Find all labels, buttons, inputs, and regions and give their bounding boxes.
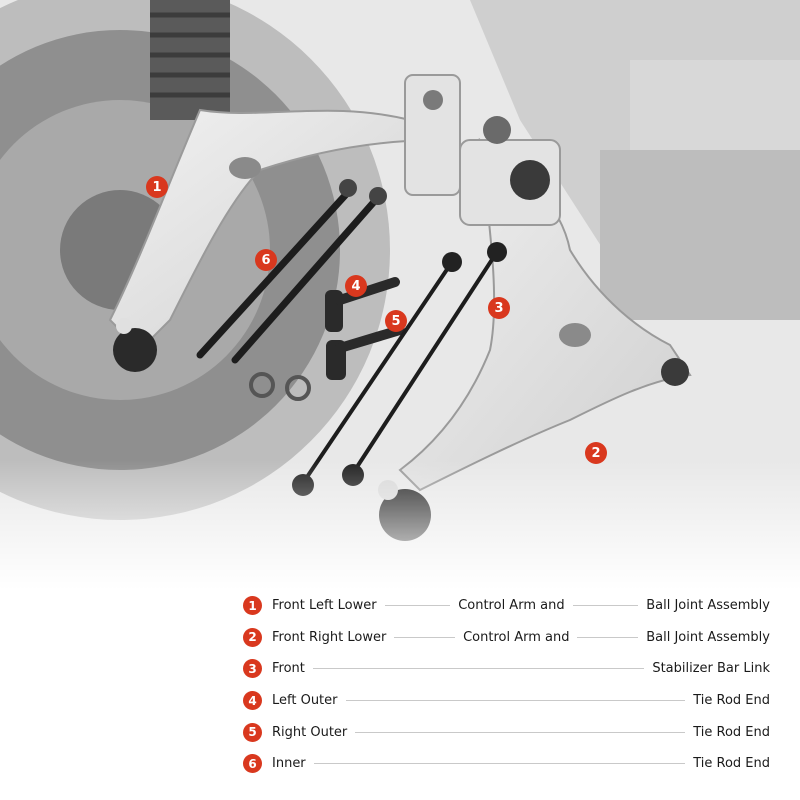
legend-row-1: 1 Front Left Lower Control Arm and Ball Joi… [243, 590, 770, 622]
leader-line [394, 636, 456, 638]
leader-line [313, 763, 686, 765]
leader-line [355, 731, 686, 733]
legend-text: Stabilizer Bar Link [652, 661, 770, 677]
marker-5-badge: 5 [385, 310, 407, 332]
legend-text: Left Outer [272, 693, 338, 709]
leader-line [572, 605, 639, 607]
marker-1-badge: 1 [146, 176, 168, 198]
legend-text: Inner [272, 756, 306, 772]
marker-2-badge: 2 [585, 442, 607, 464]
leader-line [577, 636, 639, 638]
suspension-parts-photo [0, 0, 800, 590]
legend-number-badge: 5 [243, 722, 262, 742]
legend-number-badge: 6 [243, 754, 262, 774]
legend-row-6: 6 Inner Tie Rod End [243, 748, 770, 780]
legend-row-5: 5 Right Outer Tie Rod End [243, 716, 770, 748]
legend-number-badge: 2 [243, 627, 262, 647]
legend-row-4: 4 Left Outer Tie Rod End [243, 685, 770, 717]
legend-row-3: 3 Front Stabilizer Bar Link [243, 653, 770, 685]
legend-text: Ball Joint Assembly [646, 629, 770, 645]
legend-text: Tie Rod End [693, 756, 770, 772]
leader-line [312, 668, 645, 670]
legend-number-badge: 4 [243, 691, 262, 711]
legend-text: Front Left Lower [272, 598, 377, 614]
marker-4-badge: 4 [345, 275, 367, 297]
legend-row-2: 2 Front Right Lower Control Arm and Ball Jo… [243, 622, 770, 654]
legend-text: Right Outer [272, 724, 348, 740]
legend-number-badge: 3 [243, 659, 262, 679]
marker-6-badge: 6 [255, 249, 277, 271]
leader-line [384, 605, 451, 607]
leader-line [345, 700, 686, 702]
legend-text: Tie Rod End [693, 724, 770, 740]
legend-text: Control Arm and [463, 629, 570, 645]
legend-text: Front [272, 661, 305, 677]
legend-text: Control Arm and [458, 598, 565, 614]
legend-text: Tie Rod End [693, 693, 770, 709]
legend-text: Front Right Lower [272, 629, 387, 645]
legend-text: Ball Joint Assembly [646, 598, 770, 614]
legend-number-badge: 1 [243, 596, 262, 616]
marker-3-badge: 3 [488, 297, 510, 319]
